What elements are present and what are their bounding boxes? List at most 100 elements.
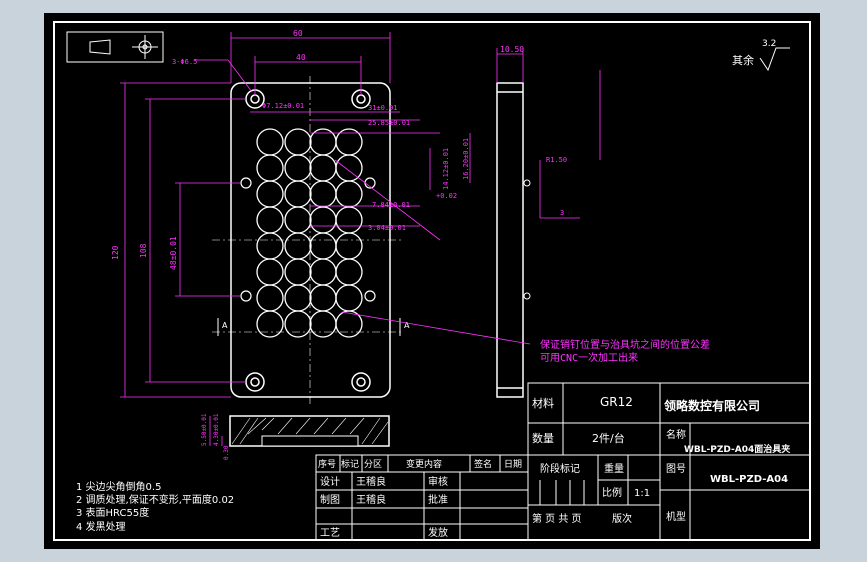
svg-text:版次: 版次	[612, 512, 632, 525]
svg-text:60: 60	[293, 29, 303, 38]
title-block-texts: 材料 GR12 数量 2件/台 领略数控有限公司 名称 WBL-PZD-A04面…	[318, 395, 790, 539]
svg-text:制图: 制图	[320, 493, 340, 506]
dowel-pin-holes	[240, 177, 376, 302]
svg-text:1:1: 1:1	[634, 488, 650, 499]
pocket-hole	[309, 258, 337, 286]
svg-text:Φ7.12±0.01: Φ7.12±0.01	[262, 102, 304, 110]
svg-text:120: 120	[111, 245, 120, 260]
pocket-hole	[335, 180, 363, 208]
svg-text:14.12±0.01: 14.12±0.01	[442, 148, 450, 190]
svg-text:108: 108	[139, 243, 148, 258]
pocket-hole	[335, 284, 363, 312]
pocket-hole	[309, 206, 337, 234]
svg-text:25.85±0.01: 25.85±0.01	[368, 119, 410, 127]
pocket-hole	[284, 206, 312, 234]
svg-text:批准: 批准	[428, 493, 448, 506]
svg-text:王稽良: 王稽良	[356, 493, 386, 506]
svg-text:5.50±0.01: 5.50±0.01	[201, 413, 208, 446]
callout-note: 保证销钉位置与治具坑之间的位置公差 可用CNC一次加工出来	[540, 338, 710, 364]
svg-text:3 表面HRC55度: 3 表面HRC55度	[76, 506, 149, 519]
pocket-hole	[309, 310, 337, 338]
svg-text:数量: 数量	[532, 432, 554, 445]
svg-text:第 页 共 页: 第 页 共 页	[532, 512, 582, 525]
svg-text:A: A	[222, 321, 228, 330]
section-marks: A A	[217, 318, 410, 336]
pocket-hole	[256, 258, 284, 286]
callout-line-2: 可用CNC一次加工出来	[540, 351, 638, 364]
pocket-grid	[256, 128, 363, 338]
pocket-hole	[284, 232, 312, 260]
surface-value-text: 3.2	[762, 39, 776, 49]
svg-text:1 尖边尖角倒角0.5: 1 尖边尖角倒角0.5	[76, 480, 161, 493]
svg-text:4 发黑处理: 4 发黑处理	[76, 520, 126, 533]
pocket-hole	[284, 180, 312, 208]
svg-text:2件/台: 2件/台	[592, 431, 625, 445]
svg-text:10.50: 10.50	[500, 45, 524, 54]
svg-text:王稽良: 王稽良	[356, 475, 386, 488]
center-lines	[212, 76, 404, 406]
pocket-hole	[309, 154, 337, 182]
svg-text:3-Φ6.5: 3-Φ6.5	[172, 58, 197, 66]
svg-text:变更内容: 变更内容	[406, 458, 442, 470]
svg-text:机型: 机型	[666, 510, 686, 523]
pocket-hole	[256, 310, 284, 338]
pocket-hole	[256, 206, 284, 234]
callout-line-1: 保证销钉位置与治具坑之间的位置公差	[540, 338, 710, 351]
pocket-hole	[284, 310, 312, 338]
svg-text:16.20±0.01: 16.20±0.01	[462, 138, 470, 180]
svg-text:GR12: GR12	[600, 395, 633, 409]
svg-text:0.30: 0.30	[223, 445, 230, 460]
pocket-hole	[256, 284, 284, 312]
drawing-sheet	[44, 13, 820, 549]
fixture-plate-front: A A	[212, 76, 410, 406]
svg-text:R1.50: R1.50	[546, 156, 567, 164]
svg-text:比例: 比例	[602, 486, 622, 499]
pocket-hole	[309, 284, 337, 312]
surface-finish-symbol: 其余 3.2	[732, 39, 790, 72]
projection-symbol	[66, 31, 164, 63]
svg-text:+0.02: +0.02	[436, 192, 457, 200]
pocket-hole	[335, 232, 363, 260]
svg-text:日期: 日期	[504, 459, 522, 470]
svg-text:阶段标记: 阶段标记	[540, 462, 580, 475]
surface-finish-text: 其余	[732, 53, 754, 67]
pocket-hole	[256, 180, 284, 208]
pocket-hole	[256, 154, 284, 182]
tech-notes: 1 尖边尖角倒角0.5 2 调质处理,保证不变形,平面度0.02 3 表面HRC…	[76, 480, 234, 533]
svg-text:4.30±0.01: 4.30±0.01	[213, 413, 220, 446]
svg-text:40: 40	[296, 53, 306, 62]
svg-text:图号: 图号	[666, 463, 686, 475]
svg-text:领略数控有限公司: 领略数控有限公司	[664, 398, 760, 413]
pocket-hole	[256, 128, 284, 156]
svg-text:审核: 审核	[428, 475, 448, 488]
pocket-hole	[335, 206, 363, 234]
svg-text:工艺: 工艺	[320, 527, 340, 539]
svg-text:48±0.01: 48±0.01	[169, 236, 178, 270]
dimension-texts: 60 40 10.50 120 108 48±0.01 3-Φ6.5 Φ7.12…	[111, 29, 567, 460]
svg-text:A: A	[404, 321, 410, 330]
pocket-hole	[309, 232, 337, 260]
svg-text:设计: 设计	[320, 475, 340, 488]
pocket-hole	[335, 310, 363, 338]
pocket-hole	[284, 258, 312, 286]
svg-text:7.84±0.01: 7.84±0.01	[372, 201, 410, 209]
svg-text:材料: 材料	[532, 396, 554, 410]
svg-text:分区: 分区	[364, 459, 382, 470]
svg-text:序号: 序号	[318, 458, 336, 470]
svg-text:签名: 签名	[474, 458, 492, 470]
title-block	[315, 382, 811, 541]
side-view	[496, 82, 531, 398]
pocket-hole	[309, 180, 337, 208]
svg-text:3: 3	[560, 209, 564, 217]
corner-holes	[245, 89, 371, 392]
svg-text:重量: 重量	[604, 462, 624, 475]
pocket-hole	[284, 154, 312, 182]
svg-text:发放: 发放	[428, 526, 448, 539]
pocket-hole	[284, 128, 312, 156]
svg-text:WBL-PZD-A04面治具夹: WBL-PZD-A04面治具夹	[684, 443, 790, 455]
svg-text:31±0.01: 31±0.01	[368, 104, 398, 112]
dimension-lines	[120, 32, 601, 446]
svg-text:3.04±0.01: 3.04±0.01	[368, 224, 406, 232]
